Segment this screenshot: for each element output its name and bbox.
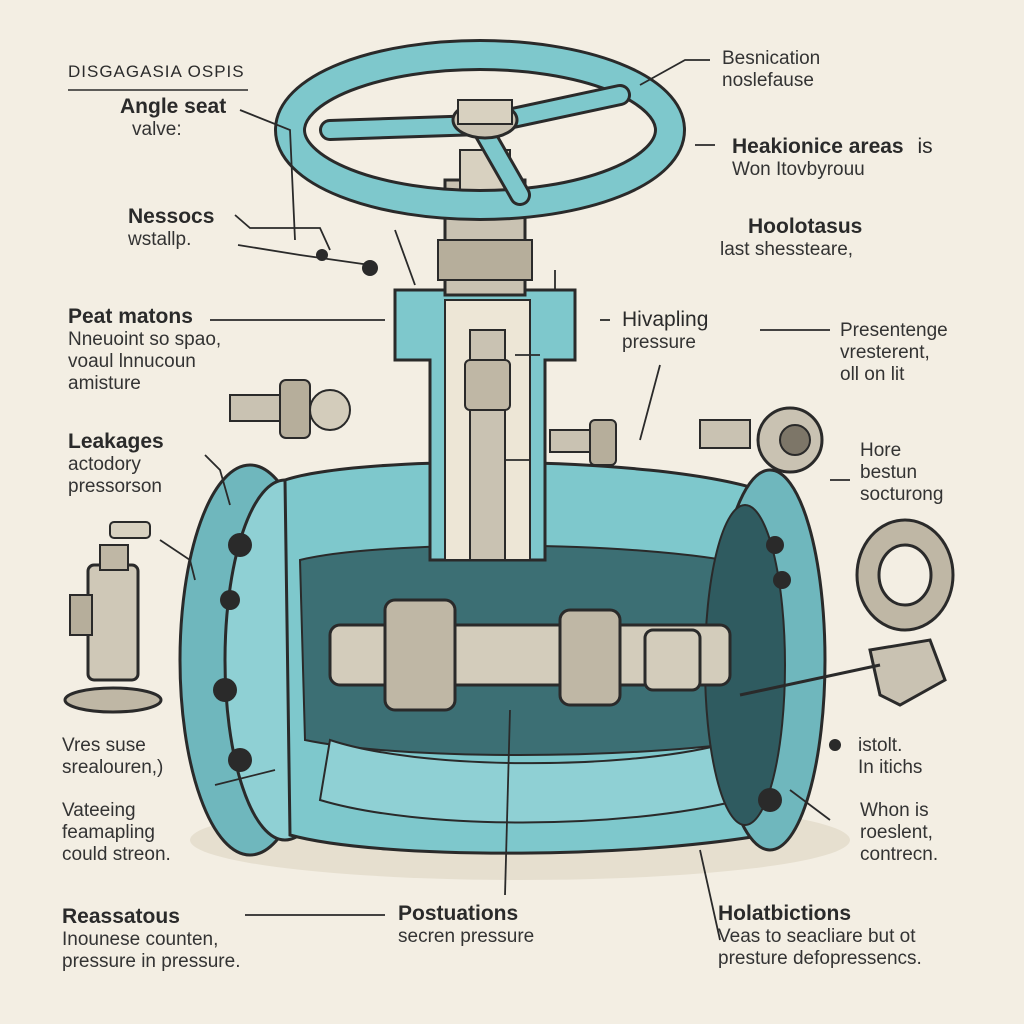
- callout-dot: [362, 260, 378, 276]
- side-fitting-right: [699, 406, 824, 474]
- internal-stem-assembly: [328, 598, 732, 712]
- callout-dot: [829, 739, 841, 751]
- bolt-hole: [773, 571, 791, 589]
- label-reassatous: Reassatous Inounese counten, pressure in…: [62, 905, 241, 972]
- label-vres-suse: Vres suse srealouren,): [62, 735, 164, 778]
- side-fitting-left: [229, 379, 351, 439]
- label-hivapling: Hivapling pressure: [622, 308, 709, 354]
- gasket-ring: [855, 518, 955, 632]
- bonnet: [393, 288, 577, 562]
- side-fitting-center: [549, 419, 617, 466]
- label-angle-seat: Angle seat valve:: [120, 95, 227, 141]
- label-holatbictions: Holatbictions Veas to seacliare but ot p…: [718, 902, 922, 969]
- right-flange: [704, 468, 827, 852]
- bolt-hole: [228, 748, 252, 772]
- label-peat-matons: Peat matons Nneuoint so spao, voaul lnnu…: [68, 305, 222, 394]
- bolt-hole: [758, 788, 782, 812]
- bracket-part: [739, 638, 947, 707]
- pressure-regulator: [63, 521, 163, 714]
- label-heakionice: Heakionice areas is Won Itovbyrouu: [732, 135, 933, 181]
- label-istolt: istolt. In itichs: [858, 735, 923, 778]
- label-besnication: Besnication noslefause: [722, 48, 821, 91]
- diagram-title: DISGAGASIA OSPIS: [68, 62, 245, 81]
- callout-dot: [316, 249, 328, 261]
- label-presentenge: Presentenge vresterent, oll on lit: [840, 320, 948, 385]
- bolt-hole: [220, 590, 240, 610]
- label-vateeing: Vateeing feamapling could streon.: [62, 800, 171, 865]
- label-whon: Whon is roeslent, contrecn.: [860, 800, 939, 865]
- label-leakages: Leakages actodory pressorson: [68, 430, 164, 497]
- bolt-hole: [766, 536, 784, 554]
- leader-lines: [159, 59, 850, 941]
- label-nessocs: Nessocs wstallp.: [128, 205, 215, 251]
- bolt-hole: [213, 678, 237, 702]
- bolt-hole: [228, 533, 252, 557]
- label-hore: Hore bestun socturong: [860, 440, 944, 505]
- label-hoolotasus: Hoolotasus last shessteare,: [720, 215, 863, 261]
- label-postuations: Postuations secren pressure: [398, 902, 535, 948]
